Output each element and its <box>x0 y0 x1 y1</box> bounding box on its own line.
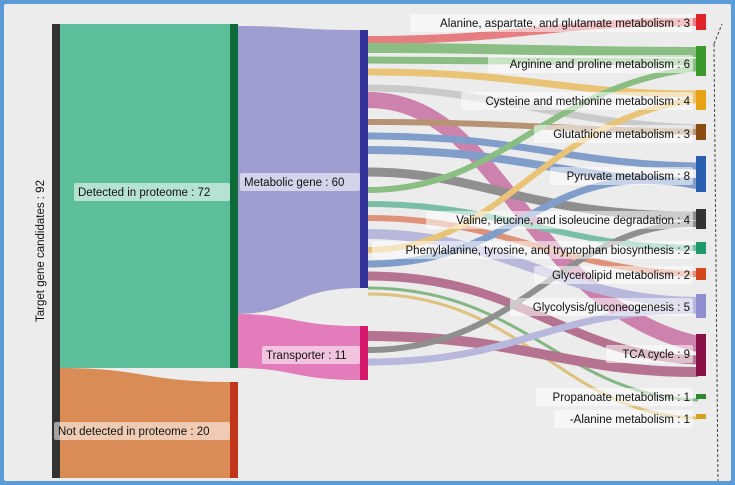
sankey-diagram: Target gene candidates : 92 Detected in … <box>35 14 723 481</box>
label-glycerolipid: Glycerolipid metabolism : 2 <box>552 270 690 282</box>
node-arginine-proline[interactable] <box>696 46 706 76</box>
node-cysteine-methionine[interactable] <box>696 90 706 110</box>
label-target-genes: Target gene candidates : 92 <box>35 180 47 322</box>
node-tca-cycle[interactable] <box>696 334 706 376</box>
sankey-frame: Target gene candidates : 92 Detected in … <box>4 4 731 481</box>
node-glutathione[interactable] <box>696 124 706 140</box>
label-propanoate: Propanoate metabolism : 1 <box>553 392 690 404</box>
label-valine-leucine-isoleucine: Valine, leucine, and isoleucine degradat… <box>456 215 690 227</box>
node-metabolic-gene[interactable] <box>360 30 368 288</box>
node-transporter[interactable] <box>360 326 368 380</box>
node-pyruvate[interactable] <box>696 156 706 192</box>
node-detected-in-proteome[interactable] <box>230 24 238 368</box>
node-glycerolipid[interactable] <box>696 268 706 280</box>
label-phenylalanine-tyrosine-tryptophan: Phenylalanine, tyrosine, and tryptophan … <box>406 245 691 257</box>
flow-band-metabolic <box>236 26 360 314</box>
label-beta-alanine: -Alanine metabolism : 1 <box>570 414 690 426</box>
label-not-detected-in-proteome: Not detected in proteome : 20 <box>58 426 210 438</box>
label-metabolic-gene: Metabolic gene : 60 <box>244 177 344 189</box>
node-alanine-aspartate-glutamate[interactable] <box>696 14 706 30</box>
label-pyruvate: Pyruvate metabolism : 8 <box>567 171 690 183</box>
node-labels: Detected in proteome : 72 Not detected i… <box>54 14 693 440</box>
label-alanine-aspartate-glutamate: Alanine, aspartate, and glutamate metabo… <box>440 18 690 30</box>
node-target-genes[interactable] <box>52 24 60 478</box>
node-glycolysis[interactable] <box>696 294 706 318</box>
node-beta-alanine[interactable] <box>696 414 706 419</box>
label-detected-in-proteome: Detected in proteome : 72 <box>78 187 210 199</box>
label-tca-cycle: TCA cycle : 9 <box>622 349 690 361</box>
node-not-detected-in-proteome[interactable] <box>230 382 238 478</box>
node-valine-leucine-isoleucine[interactable] <box>696 209 706 229</box>
label-glutathione: Glutathione metabolism : 3 <box>553 129 690 141</box>
right-guide-line <box>713 23 723 481</box>
label-cysteine-methionine: Cysteine and methionine metabolism : 4 <box>485 96 690 108</box>
label-transporter: Transporter : 11 <box>266 350 347 362</box>
node-propanoate[interactable] <box>696 394 706 399</box>
label-glycolysis: Glycolysis/gluconeogenesis : 5 <box>533 302 690 314</box>
label-arginine-proline: Arginine and proline metabolism : 6 <box>510 59 690 71</box>
node-phenylalanine-tyrosine-tryptophan[interactable] <box>696 242 706 254</box>
